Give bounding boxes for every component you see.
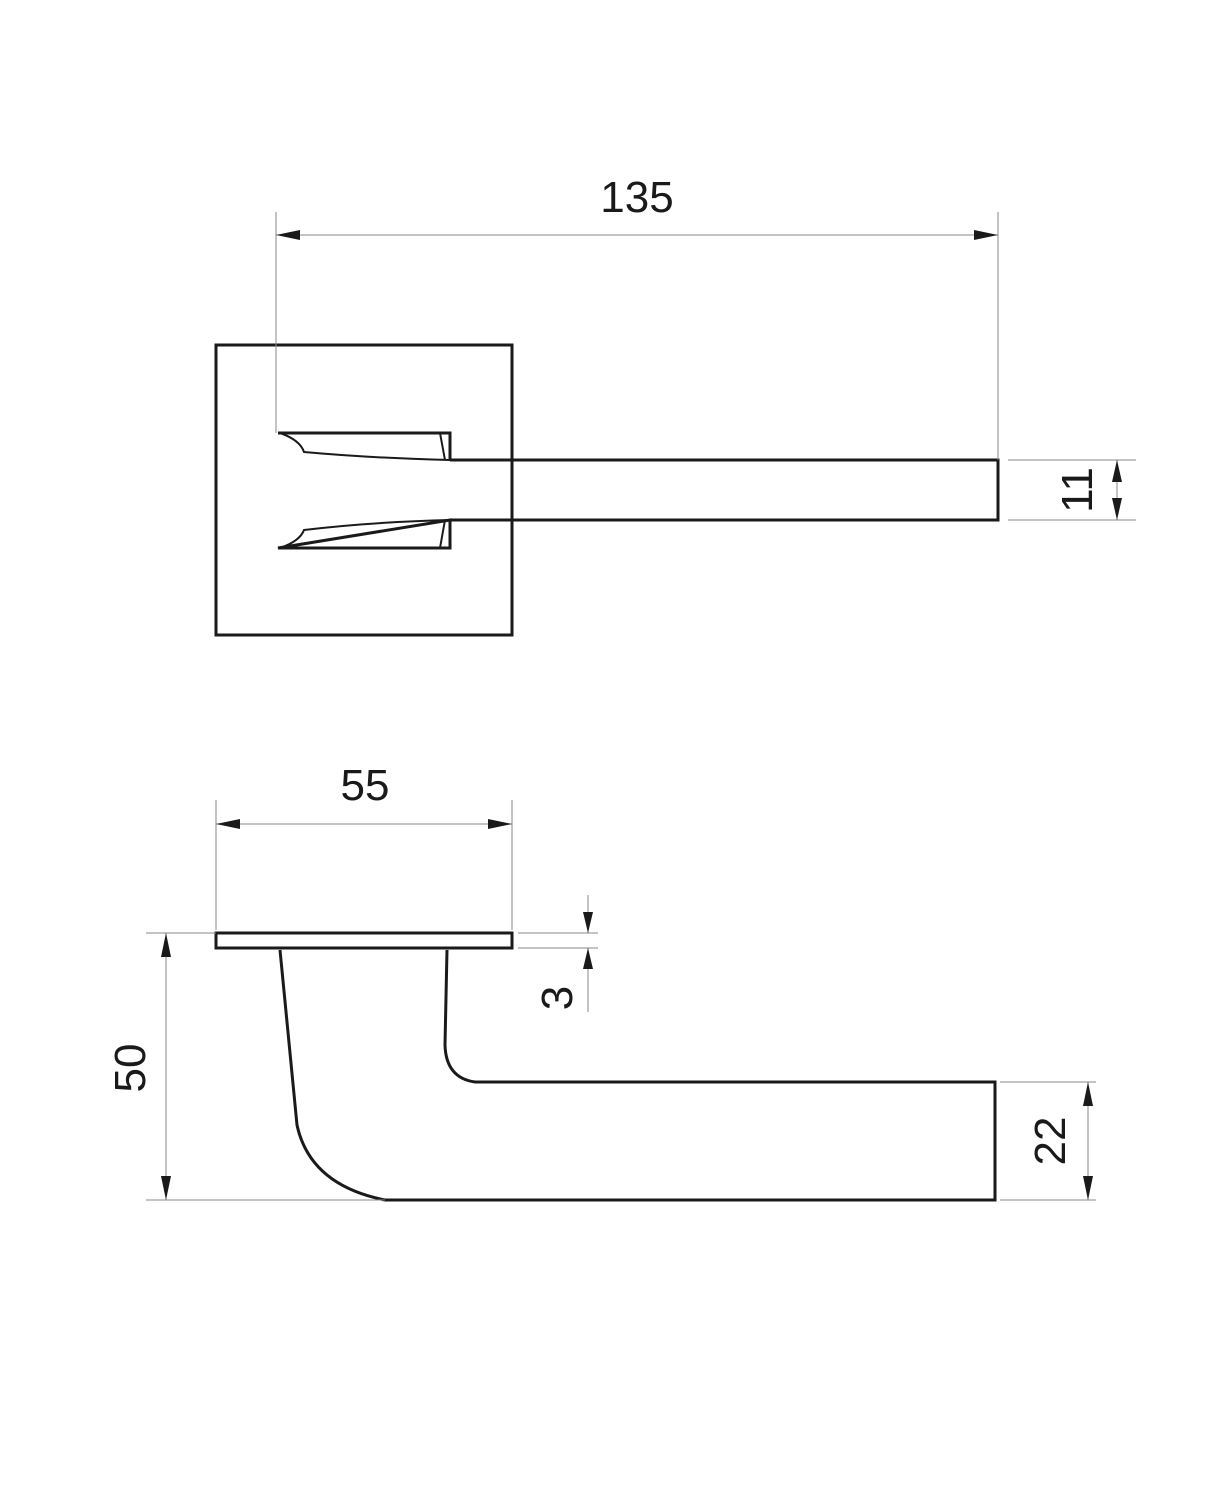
dim-55-arrow-right xyxy=(488,819,512,829)
dim-3-arrow-top xyxy=(583,912,593,933)
dim-135-arrow-right xyxy=(974,230,998,240)
top-view-lever-bar xyxy=(450,458,1000,522)
top-view-neck-edge-lower xyxy=(439,519,446,549)
dim-11-label: 11 xyxy=(1053,467,1102,513)
dim-55-label: 55 xyxy=(341,761,390,810)
dim-55-arrow-left xyxy=(216,819,240,829)
top-view-lever-neck xyxy=(279,432,451,461)
dim-22-arrow-top xyxy=(1083,1082,1093,1106)
top-view-rose xyxy=(214,343,514,637)
dim-135-label: 135 xyxy=(600,173,673,222)
side-view-lever-body xyxy=(278,949,997,1202)
top-view-neck-edge xyxy=(439,432,446,461)
side-view-rose-plate xyxy=(214,931,514,950)
dim-3-arrow-bottom xyxy=(583,948,593,969)
dim-50-label: 50 xyxy=(106,1044,155,1093)
top-view: 135 11 xyxy=(214,173,1136,637)
dim-22-arrow-bottom xyxy=(1083,1176,1093,1200)
dim-22-label: 22 xyxy=(1026,1117,1075,1166)
dim-11-arrow-bottom xyxy=(1112,498,1122,520)
dim-11-arrow-top xyxy=(1112,460,1122,482)
top-view-lever-neck-lower xyxy=(279,519,451,549)
dim-3-label: 3 xyxy=(533,986,582,1010)
side-view: 55 3 50 22 xyxy=(106,761,1096,1202)
dim-50-arrow-top xyxy=(161,933,171,957)
dim-135-arrow-left xyxy=(276,230,300,240)
top-view-rose-recess xyxy=(277,431,452,550)
dim-50-arrow-bottom xyxy=(161,1176,171,1200)
